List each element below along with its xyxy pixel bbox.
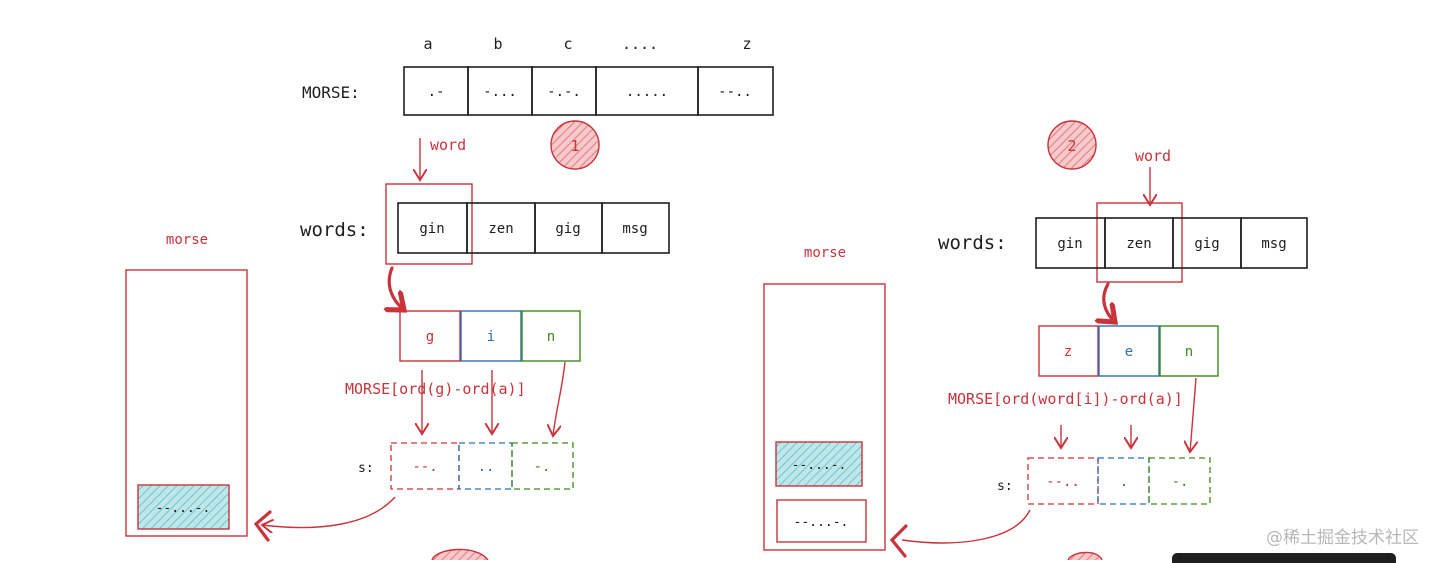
split-arrow	[389, 266, 404, 310]
char-cell: i	[487, 329, 495, 345]
morse-array-label: MORSE:	[302, 83, 360, 102]
map-arrow	[553, 361, 566, 436]
words-array-label: words:	[938, 232, 1007, 254]
word-cell: msg	[1261, 236, 1286, 252]
formula-label: MORSE[ord(word[i])-ord(a)]	[948, 390, 1183, 408]
add-to-set-arrowhead	[889, 524, 908, 558]
letter-b: b	[493, 35, 502, 53]
current-word-highlight	[385, 183, 473, 265]
word-cell: zen	[488, 221, 513, 237]
morse-array: .- -... -.-. ..... --..	[403, 66, 774, 116]
morse-set-box	[763, 283, 886, 551]
step-badge-2	[1047, 120, 1097, 170]
word-cell: gig	[1194, 236, 1219, 252]
morse-set-entry	[775, 441, 863, 487]
step-badge-1-label: 1	[570, 137, 579, 155]
char-cell: n	[1185, 344, 1193, 360]
map-arrow	[1190, 377, 1196, 452]
morse-set-box	[125, 269, 248, 537]
word-pointer-label: word	[1135, 147, 1171, 165]
words-array-label: words:	[300, 219, 369, 241]
morse-cell: -.-.	[547, 84, 581, 100]
morse-set-entry	[776, 499, 867, 543]
s-cell: ..	[478, 459, 495, 475]
s-cell: -.	[534, 459, 551, 475]
panel-1: a b c .... z MORSE: .- -... -.-. ..... -…	[125, 35, 774, 542]
panel-2: 2 word words: gin zen gig msg z e	[763, 120, 1308, 558]
cutoff-shapes	[431, 548, 1103, 560]
words-array: gin zen gig msg	[1035, 217, 1308, 269]
letter-z: z	[742, 35, 751, 53]
morse-cell: .-	[428, 84, 445, 100]
word-cell: gin	[419, 221, 444, 237]
word-cell: gin	[1057, 236, 1082, 252]
letter-a: a	[423, 35, 432, 53]
add-to-set-arrowhead	[253, 510, 272, 542]
bottom-toolbar-edge	[1172, 553, 1396, 563]
s-cells: --.. . -.	[1027, 457, 1211, 505]
watermark: @稀土掘金技术社区	[1266, 528, 1419, 548]
letter-c: c	[563, 35, 572, 53]
morse-set-entry-text: --...-.	[794, 515, 849, 530]
morse-set-entry	[137, 484, 230, 530]
morse-cell: -...	[483, 84, 517, 100]
s-cell: .	[1120, 474, 1128, 490]
add-to-set-arrow	[901, 509, 1031, 544]
word-cell: msg	[622, 221, 647, 237]
step-badge-2-label: 2	[1067, 137, 1076, 155]
current-word-highlight	[1096, 202, 1183, 283]
word-cell: gig	[555, 221, 580, 237]
step-badge-1	[550, 120, 600, 170]
s-cell: -.	[1172, 474, 1189, 490]
morse-set-title: morse	[804, 245, 846, 261]
char-cells: g i n	[399, 310, 581, 362]
word-cell: zen	[1126, 236, 1151, 252]
letter-dots: ....	[622, 35, 658, 53]
morse-set-entry-text: --...-.	[156, 501, 211, 516]
s-label: s:	[358, 461, 374, 476]
s-cell: --.	[412, 459, 437, 475]
morse-set-title: morse	[166, 232, 208, 248]
word-pointer-label: word	[430, 136, 466, 154]
morse-cell: .....	[626, 84, 668, 100]
char-cell: g	[426, 329, 434, 345]
formula-label: MORSE[ord(g)-ord(a)]	[345, 380, 526, 398]
char-cell: e	[1125, 344, 1133, 360]
morse-cell: --..	[718, 84, 752, 100]
char-cell: n	[547, 329, 555, 345]
char-cells: z e n	[1038, 325, 1219, 377]
words-array: gin zen gig msg	[397, 202, 670, 254]
add-to-set-arrow	[262, 496, 396, 528]
morse-set-entry-text: --...-.	[792, 458, 847, 473]
s-label: s:	[997, 479, 1013, 494]
split-arrow	[1104, 282, 1115, 322]
char-cell: z	[1064, 344, 1072, 360]
s-cell: --..	[1046, 474, 1080, 490]
s-cells: --. .. -.	[390, 442, 574, 490]
